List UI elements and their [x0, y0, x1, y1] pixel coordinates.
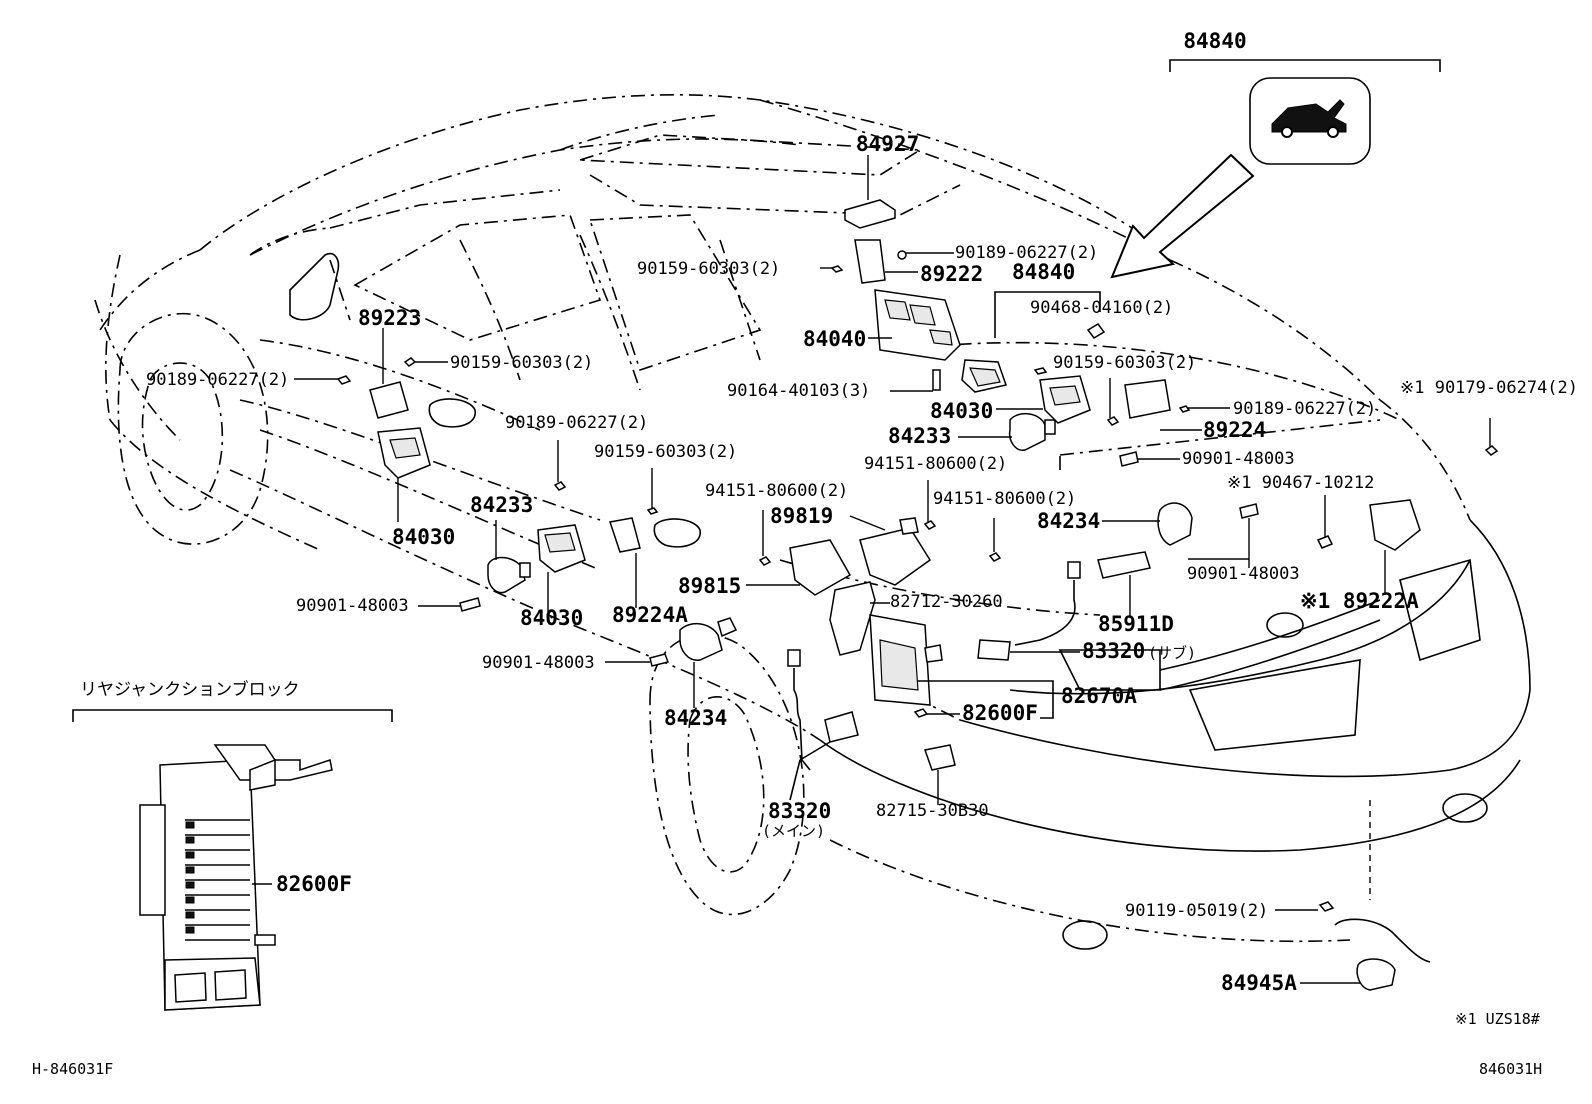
label-90189-06227-a: 90189-06227(2) [955, 243, 1098, 263]
part-82712-30260 [829, 581, 890, 656]
part-90467-10212 [1316, 495, 1334, 549]
part-90179-nut [1484, 418, 1499, 456]
part-89223 [294, 328, 448, 419]
label-90119-05019: 90119-05019(2) [1125, 901, 1268, 921]
label-83320-main-note: (メイン) [762, 822, 825, 840]
part-84234-left [605, 617, 738, 708]
label-94151-80600-c: 94151-80600(2) [933, 489, 1076, 509]
part-84030-right [996, 367, 1091, 424]
label-90467-10212: ※1 90467-10212 [1227, 473, 1374, 493]
part-89819 [849, 480, 937, 586]
label-90901-48003-b: 90901-48003 [482, 653, 595, 673]
part-84040 [868, 289, 961, 392]
label-84927: 84927 [856, 132, 919, 156]
label-83320-sub-note: (サブ) [1148, 644, 1196, 662]
part-94151-nut [988, 518, 1002, 562]
label-83320-main: 83320 [768, 799, 831, 823]
part-84233-right [958, 413, 1056, 451]
label-90159-60303-b: 90159-60303(2) [450, 353, 593, 373]
header-84840-group: 84840 [1110, 29, 1441, 279]
part-89224A [609, 468, 659, 608]
label-84233-b: 84233 [888, 424, 951, 448]
label-82600F-side: 82600F [276, 872, 352, 896]
footer-right-code: 846031H [1479, 1060, 1542, 1078]
label-90468-04160: 90468-04160(2) [1030, 298, 1173, 318]
part-83320-sub [977, 561, 1081, 661]
label-89223: 89223 [358, 306, 421, 330]
label-84840-mid: 84840 [1012, 260, 1075, 284]
part-89815 [746, 510, 852, 596]
part-89224 [1106, 378, 1230, 467]
part-84927 [844, 155, 896, 229]
trunk-open-icon-frame [1249, 77, 1371, 165]
label-90189-06227-c: 90189-06227(2) [505, 413, 648, 433]
part-85911D [1097, 551, 1151, 618]
rear-junction-block-detail: リヤジャンクションブロック [72, 679, 393, 1011]
part-84030-mid [537, 524, 586, 612]
label-84030-c: 84030 [930, 399, 993, 423]
label-85911D: 85911D [1098, 612, 1174, 636]
part-84233-left [418, 520, 531, 612]
car-outline [94, 94, 1531, 950]
label-82715-30B30: 82715-30B30 [876, 801, 989, 821]
part-90189-door [553, 440, 567, 491]
label-89815: 89815 [678, 574, 741, 598]
label-84234-b: 84234 [1037, 509, 1100, 533]
part-84234-right [1102, 502, 1259, 568]
part-84840-switch [961, 291, 1106, 393]
label-90159-60303-d: 90159-60303(2) [594, 442, 737, 462]
footer-left-code: H-846031F [32, 1060, 113, 1078]
label-90901-48003-d: 90901-48003 [1187, 564, 1300, 584]
label-84030-a: 84030 [392, 525, 455, 549]
callout-labels: 84927 90189-06227(2) 90159-60303(2) 8922… [146, 132, 1578, 995]
label-90159-60303-a: 90159-60303(2) [637, 259, 780, 279]
part-83320-main [787, 649, 859, 801]
fuse-rows [185, 819, 250, 941]
label-84233-a: 84233 [470, 493, 533, 517]
label-89224A: 89224A [612, 603, 688, 627]
label-89222: 89222 [920, 262, 983, 286]
label-89222A: ※1 89222A [1300, 589, 1419, 613]
label-90179-06274: ※1 90179-06274(2) [1400, 378, 1578, 398]
label-82600F-main: 82600F [962, 701, 1038, 725]
label-90901-48003-c: 90901-48003 [1182, 449, 1295, 469]
label-84030-b: 84030 [520, 606, 583, 630]
label-90159-60303-c: 90159-60303(2) [1053, 353, 1196, 373]
label-82670A: 82670A [1061, 684, 1137, 708]
part-89222A [1369, 499, 1421, 595]
label-90164-40103: 90164-40103(3) [727, 381, 870, 401]
label-90901-48003-a: 90901-48003 [296, 596, 409, 616]
label-83320-sub: 83320 [1082, 639, 1145, 663]
label-90189-06227-b: 90189-06227(2) [146, 370, 289, 390]
part-84030-left [377, 427, 431, 522]
part-82670A [869, 614, 1054, 719]
trunk-open-icon [1271, 99, 1347, 138]
part-82715-30B30 [924, 744, 956, 805]
part-84945A [1275, 800, 1431, 991]
label-82712-30260: 82712-30260 [890, 592, 1003, 612]
label-84040: 84040 [803, 327, 866, 351]
direction-arrow [1110, 153, 1255, 279]
label-89819: 89819 [770, 504, 833, 528]
label-84234-a: 84234 [664, 706, 727, 730]
label-89224: 89224 [1203, 418, 1266, 442]
label-94151-80600-b: 94151-80600(2) [705, 481, 848, 501]
footnote: ※1 UZS18# [1455, 1010, 1540, 1028]
label-84945A: 84945A [1221, 971, 1297, 995]
label-94151-80600-a: 94151-80600(2) [864, 454, 1007, 474]
header-84840-label: 84840 [1183, 29, 1246, 53]
rear-junction-block-header: リヤジャンクションブロック [80, 679, 300, 700]
part-89222 [820, 239, 954, 284]
label-90189-06227-d: 90189-06227(2) [1233, 399, 1376, 419]
